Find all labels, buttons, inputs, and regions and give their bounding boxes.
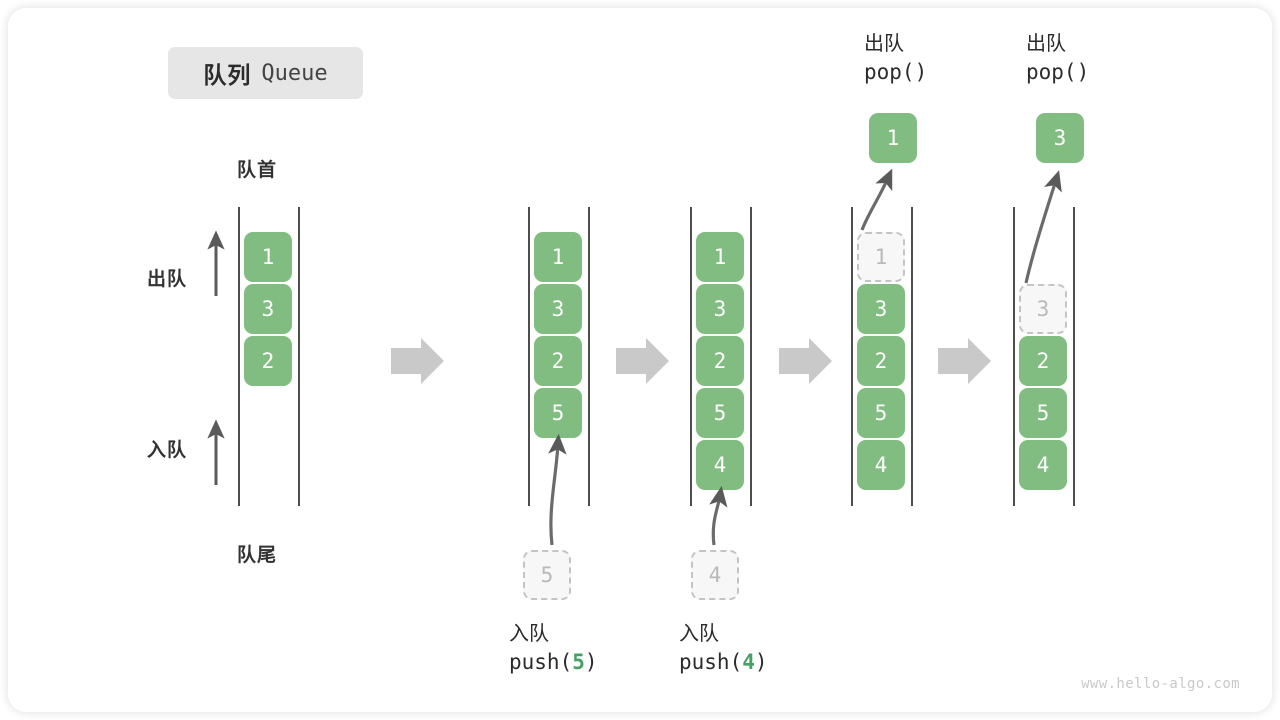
operation-caption-code: pop() — [1026, 58, 1089, 88]
enqueue-direction-label: 入队 — [147, 440, 188, 461]
queue-rail-right-col1 — [298, 207, 300, 506]
operation-caption-cn: 入队 — [509, 623, 549, 645]
queue-element: 4 — [857, 440, 905, 490]
queue-element: 5 — [696, 388, 744, 438]
queue-rail-right-col3 — [750, 207, 752, 506]
code-arg: 4 — [742, 650, 755, 675]
operation-caption-code: pop() — [864, 58, 927, 88]
queue-element: 1 — [534, 232, 582, 282]
code-suffix: ) — [914, 60, 928, 85]
queue-element: 2 — [696, 336, 744, 386]
queue-element: 3 — [857, 284, 905, 334]
queue-rail-right-col5 — [1073, 207, 1075, 506]
queue-element: 3 — [696, 284, 744, 334]
queue-element: 2 — [534, 336, 582, 386]
dequeue-direction-label: 出队 — [147, 269, 188, 290]
queue-element: 5 — [534, 388, 582, 438]
title-en: Queue — [261, 60, 328, 86]
queue-element: 2 — [1019, 336, 1067, 386]
title-cn: 队列 — [203, 62, 252, 88]
operation-caption-cn: 入队 — [679, 623, 719, 645]
queue-rear-label: 队尾 — [237, 545, 278, 566]
queue-rail-right-col2 — [588, 207, 590, 506]
watermark: www.hello-algo.com — [1081, 676, 1240, 692]
incoming-element-ghost: 5 — [523, 550, 571, 600]
diagram-title-chip: 队列 Queue — [168, 47, 363, 99]
code-suffix: ) — [584, 650, 598, 675]
queue-element: 5 — [857, 388, 905, 438]
operation-caption-pop-3: 出队 pop() — [1026, 30, 1089, 88]
queue-element: 5 — [1019, 388, 1067, 438]
queue-element: 3 — [534, 284, 582, 334]
operation-caption-cn: 出队 — [1026, 33, 1066, 55]
queue-rail-right-col4 — [911, 207, 913, 506]
queue-element: 4 — [696, 440, 744, 490]
code-prefix: push( — [509, 650, 573, 675]
operation-caption-cn: 出队 — [864, 33, 904, 55]
queue-element: 1 — [244, 232, 292, 282]
incoming-element-ghost: 4 — [691, 550, 739, 600]
queue-element: 2 — [857, 336, 905, 386]
operation-caption-push-4: 入队 push(4) — [679, 620, 768, 678]
queue-rail-left-col4 — [851, 207, 853, 506]
queue-rail-left-col2 — [528, 207, 530, 506]
code-arg: 5 — [572, 650, 585, 675]
code-prefix: pop( — [864, 60, 915, 85]
queue-element-removed-ghost: 3 — [1019, 284, 1067, 334]
code-suffix: ) — [1076, 60, 1090, 85]
popped-element: 1 — [869, 113, 917, 163]
code-prefix: push( — [679, 650, 743, 675]
popped-element: 3 — [1036, 113, 1084, 163]
code-prefix: pop( — [1026, 60, 1077, 85]
queue-element: 1 — [696, 232, 744, 282]
queue-rail-left-col3 — [690, 207, 692, 506]
queue-rail-left-col1 — [238, 207, 240, 506]
queue-rail-left-col5 — [1013, 207, 1015, 506]
operation-caption-pop-1: 出队 pop() — [864, 30, 927, 88]
operation-caption-code: push(5) — [509, 648, 598, 678]
queue-front-label: 队首 — [237, 160, 278, 181]
operation-caption-push-5: 入队 push(5) — [509, 620, 598, 678]
queue-element: 3 — [244, 284, 292, 334]
queue-element: 4 — [1019, 440, 1067, 490]
diagram-card — [8, 8, 1272, 712]
operation-caption-code: push(4) — [679, 648, 768, 678]
queue-element: 2 — [244, 336, 292, 386]
code-suffix: ) — [754, 650, 768, 675]
queue-element-removed-ghost: 1 — [857, 232, 905, 282]
